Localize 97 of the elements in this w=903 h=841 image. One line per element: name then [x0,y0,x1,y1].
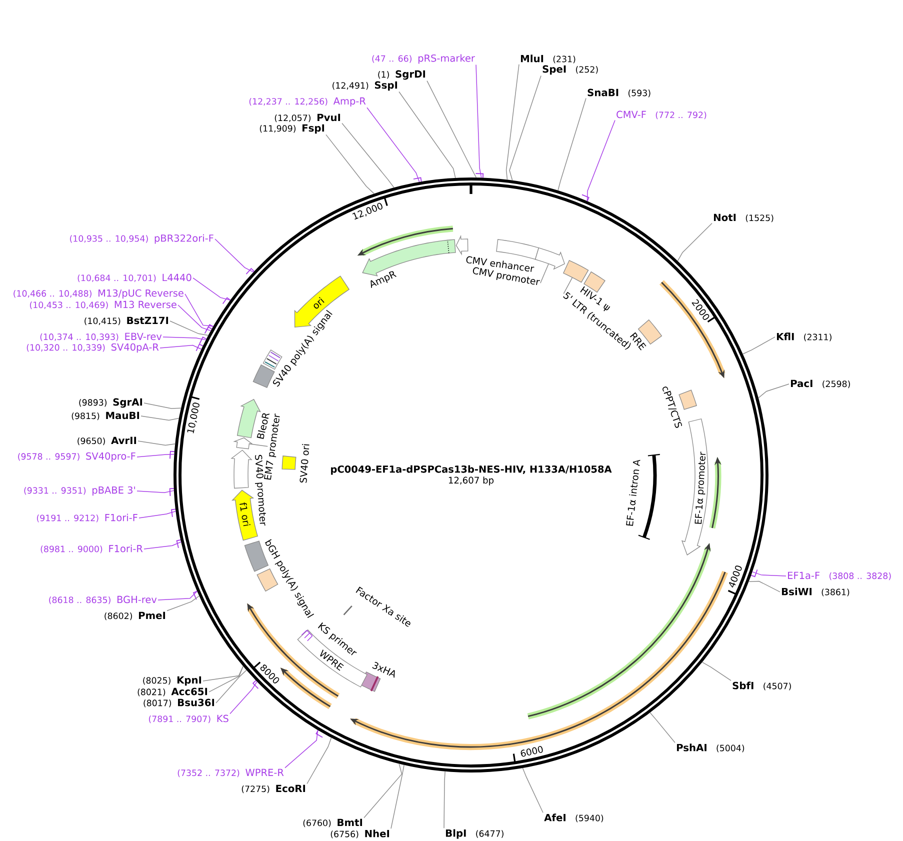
primer-label: (8618 .. 8635) BGH-rev [49,596,157,604]
leader-line [364,763,402,818]
leader-line [748,580,780,592]
leader-line [426,80,477,178]
site-label: PshAI (5004) [676,744,744,752]
leader-line [366,107,420,182]
feature-block [233,437,254,450]
plasmid-size: 12,607 bp [448,476,494,486]
feature-label: BleoR [256,413,270,440]
leader-line [677,222,712,262]
site-label: PacI (2598) [790,380,850,388]
primer-label: (8981 .. 9000) F1ori-R [40,544,143,554]
plasmid-name: pC0049-EF1a-dPSPCas13b-NES-HIV, H133A/H1058A [331,465,612,475]
primer-label: (10,453 .. 10,469) M13 Reverse [30,300,176,310]
site-label: (8602) PmeI [104,612,166,620]
site-label: NotI (1525) [714,214,774,222]
site-label: (10,415) BstZ17I [84,316,168,326]
leader-line [158,590,198,600]
leader-line [136,490,174,494]
site-label: (12,491) SspI [332,81,398,91]
primer-label: (47 .. 66) pRS-marker [372,54,475,64]
leader-line [192,278,231,300]
leader-line [284,730,318,768]
site-label: (9893) SgrAI [79,398,142,408]
leader-line [140,416,180,421]
site-label: (6756) NheI [330,830,390,838]
leader-line [650,712,676,743]
leader-line [162,336,206,340]
leader-line [138,510,176,518]
leader-line [138,440,176,446]
site-label: (12,057) PvuI [274,114,340,122]
leader-line [214,238,254,272]
primer-label: (9331 .. 9351) pBABE 3' [24,486,135,496]
site-label: (6760) BmtI [303,818,362,828]
leader-line [558,98,586,191]
primer-label: (12,237 .. 12,256) Amp-R [249,97,366,107]
leader-line [444,770,446,829]
leader-line [476,64,482,178]
leader-line [390,764,404,829]
leader-line [144,542,182,550]
leader-line [170,320,209,336]
feature-label: SV40 ori [300,444,310,483]
tick-label: 10,000 [187,402,200,434]
site-label: (8021) Acc65I [138,688,208,696]
leader-line [702,662,732,681]
leader-line [326,134,375,194]
leader-line [342,122,394,188]
primer-label: CMV-F (772 .. 792) [616,110,706,120]
primer-label: (10,466 .. 10,488) M13/pUC Reverse [14,289,184,299]
site-label: AfeI (5940) [544,814,604,822]
leader-line [506,64,520,180]
leader-line [586,120,616,202]
primer-label: (10,684 .. 10,701) L4440 [78,274,192,282]
site-label: BlpI (6477) [446,829,504,839]
leader-line [752,571,786,576]
site-label: MluI (231) [520,54,576,64]
leader-line [202,666,244,682]
leader-line [249,443,268,447]
primer-label: (10,320 .. 10,339) SV40pA-R [26,343,159,353]
leader-line [509,75,542,181]
leader-line [306,737,332,784]
site-label: (7275) EcoRI [242,784,306,794]
leader-line [742,336,776,354]
tick-label: 4000 [729,566,742,588]
leader-line [216,670,247,704]
primer-label: (10,374 .. 10,393) EBV-rev [40,332,162,342]
site-label: SpeI (252) [542,65,598,75]
primer-label: (10,935 .. 10,954) pBR322ori-F [70,234,214,244]
primer-label: (7352 .. 7372) WPRE-R [178,768,284,778]
leader-line [522,768,544,813]
site-label: KflI (2311) [776,332,832,342]
site-label: (8017) Bsu36I [144,698,214,708]
primer-label: EF1a-F (3808 .. 3828) [788,572,891,580]
primer-label: (9578 .. 9597) SV40pro-F [18,452,136,462]
leader-line [160,344,202,350]
site-label: (1) SgrDI [378,70,426,80]
leader-line [136,454,175,458]
leader-line [178,304,212,332]
primer-label: (9191 .. 9212) F1ori-F [36,514,138,522]
site-label: SbfI (4507) [732,682,791,690]
leader-line [144,402,182,409]
primer-label: (7891 .. 7907) KS [148,714,228,724]
leader-line [166,596,200,612]
leader-line [563,277,573,294]
leader-line [398,91,456,178]
leader-line [184,294,214,327]
tick-label: 6000 [520,746,543,757]
site-label: (9815) MauBI [72,412,140,420]
site-label: BsiWI (3861) [782,588,850,596]
leader-line [540,264,549,284]
site-label: (9650) AvrII [78,436,136,446]
site-label: SnaBI (593) [588,88,650,98]
feature-label: EF-1α intron A [626,460,640,526]
leader-line [758,384,790,398]
leader-line [230,681,258,714]
site-label: (8025) KpnI [143,676,202,686]
site-label: (11,909) FspI [260,124,324,134]
